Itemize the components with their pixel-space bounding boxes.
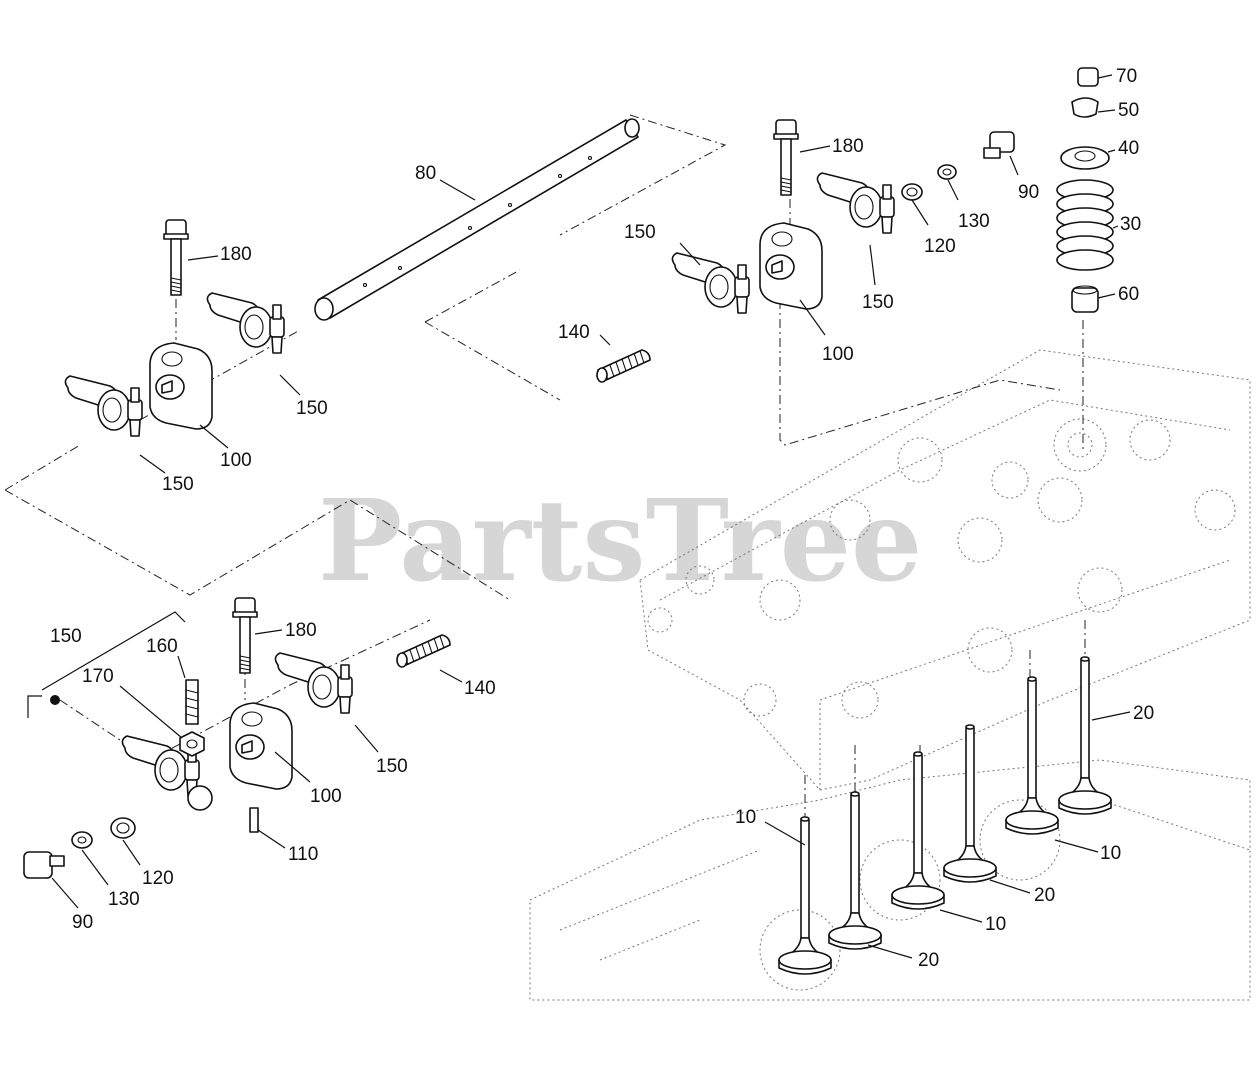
callout-100-lower: 100 — [310, 786, 342, 807]
callout-180-right: 180 — [832, 136, 864, 157]
callout-labels: 70 50 40 30 60 180 90 130 120 150 100 15… — [50, 66, 1154, 971]
callout-150-right-a: 150 — [624, 222, 656, 243]
callout-180-lower: 180 — [285, 620, 317, 641]
valve-20-mid — [943, 724, 997, 883]
callout-150-bracket: 150 — [50, 626, 82, 647]
valves — [778, 656, 1112, 975]
callout-30: 30 — [1120, 214, 1141, 235]
callout-100-left: 100 — [220, 450, 252, 471]
callout-150-left-lower: 150 — [162, 474, 194, 495]
callout-10-rear: 10 — [1100, 843, 1121, 864]
valve-spring-stack — [1056, 67, 1114, 313]
callout-150-right-b: 150 — [862, 292, 894, 313]
callout-140-lower: 140 — [464, 678, 496, 699]
callout-90-right: 90 — [1018, 182, 1039, 203]
callout-110: 110 — [288, 844, 318, 865]
callout-150-lower: 150 — [376, 756, 408, 777]
lower-left-assembly — [23, 597, 451, 879]
callout-20-mid: 20 — [1034, 885, 1055, 906]
valve-20-rear — [1058, 656, 1112, 815]
watermark-text: PartsTree — [318, 476, 922, 607]
callout-160: 160 — [146, 636, 178, 657]
callout-180-left: 180 — [220, 244, 252, 265]
callout-90-lower: 90 — [72, 912, 93, 933]
callout-10-front: 10 — [735, 807, 756, 828]
right-upper-assembly — [596, 119, 1015, 383]
callout-100-right: 100 — [822, 344, 854, 365]
callout-130-lower: 130 — [108, 889, 140, 910]
cylinder-head-ghost — [529, 349, 1251, 1001]
callout-170: 170 — [82, 666, 114, 687]
callout-20-rear: 20 — [1133, 703, 1154, 724]
callout-60: 60 — [1118, 284, 1139, 305]
callout-50: 50 — [1118, 100, 1139, 121]
callout-10-mid: 10 — [985, 914, 1006, 935]
leader-lines — [51, 74, 1131, 959]
valve-10-front — [778, 816, 832, 975]
valve-20-front — [828, 791, 882, 950]
callout-70: 70 — [1116, 66, 1137, 87]
callout-20-front: 20 — [918, 950, 939, 971]
callout-120-right: 120 — [924, 236, 956, 257]
callout-80: 80 — [415, 163, 436, 184]
callout-120-lower: 120 — [142, 868, 174, 889]
valve-10-rear — [1005, 676, 1059, 835]
callout-150-left-upper: 150 — [296, 398, 328, 419]
rocker-shaft — [314, 118, 640, 321]
callout-130-right: 130 — [958, 211, 990, 232]
callout-140-upper: 140 — [558, 322, 590, 343]
callout-40: 40 — [1118, 138, 1139, 159]
reference-dot-icon — [50, 695, 60, 705]
valve-10-mid — [891, 751, 945, 910]
